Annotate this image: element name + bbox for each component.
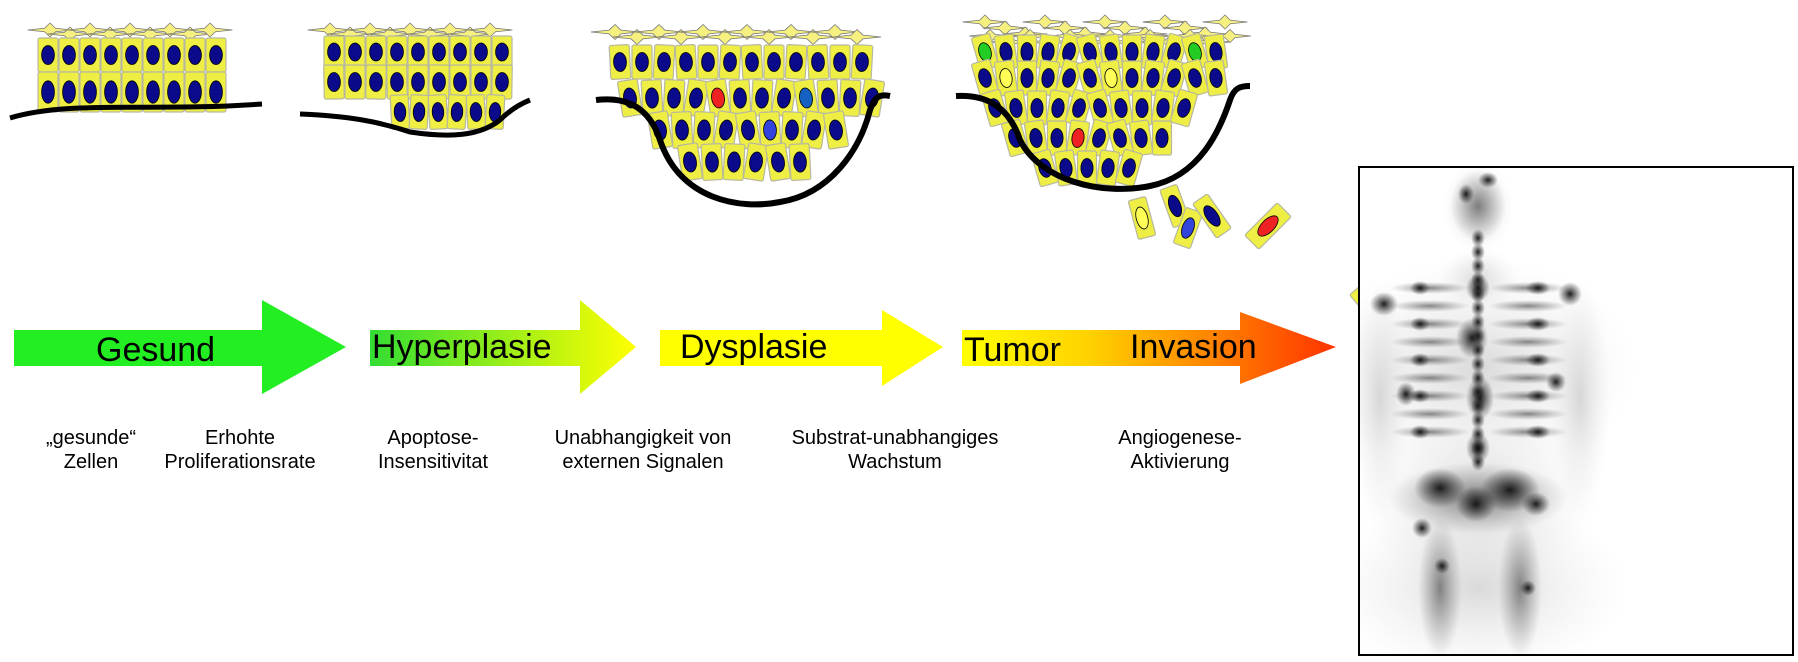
cell bbox=[164, 38, 184, 72]
arrow-label-invasion: Invasion bbox=[1130, 330, 1257, 364]
cell bbox=[450, 65, 471, 99]
cell bbox=[675, 44, 697, 79]
cell bbox=[785, 44, 807, 79]
cell bbox=[807, 44, 829, 79]
cell bbox=[698, 45, 718, 79]
epithelium-tumor-illustration bbox=[956, 15, 1394, 330]
cell bbox=[830, 45, 850, 79]
cell bbox=[466, 95, 486, 130]
cell bbox=[101, 38, 121, 72]
cell bbox=[143, 38, 163, 72]
cell bbox=[366, 65, 387, 99]
epithelium-healthy-illustration bbox=[10, 23, 262, 118]
cell bbox=[1133, 91, 1152, 125]
caption-gesunde-zellen: „gesunde“Zellen bbox=[36, 426, 146, 474]
cell bbox=[429, 65, 450, 99]
cell bbox=[345, 36, 365, 68]
cell bbox=[408, 36, 428, 68]
cell bbox=[59, 38, 79, 72]
cell bbox=[1245, 203, 1292, 250]
cell bbox=[1204, 60, 1228, 96]
cell bbox=[387, 65, 408, 99]
cell bbox=[409, 95, 429, 130]
cell bbox=[185, 38, 205, 72]
cell bbox=[450, 36, 470, 68]
cell bbox=[122, 38, 142, 72]
cell bbox=[671, 112, 693, 149]
cell bbox=[429, 36, 449, 68]
cell bbox=[741, 44, 763, 79]
cell bbox=[80, 38, 100, 72]
arrow-label-hyperplasie: Hyperplasie bbox=[372, 330, 552, 364]
cell bbox=[366, 36, 386, 68]
arrow-label-tumor: Tumor bbox=[964, 333, 1061, 367]
cell bbox=[471, 36, 491, 68]
cell bbox=[428, 95, 448, 130]
arrow-label-gesund: Gesund bbox=[96, 333, 215, 367]
cell bbox=[719, 44, 741, 79]
cell bbox=[387, 36, 407, 68]
cell bbox=[1078, 151, 1097, 185]
epithelium-hyperplasia-illustration bbox=[300, 23, 530, 135]
cell bbox=[492, 65, 513, 99]
cell bbox=[765, 143, 790, 182]
cell bbox=[789, 144, 811, 181]
arrow-label-dysplasie: Dysplasie bbox=[680, 330, 827, 364]
cell bbox=[206, 38, 226, 72]
cell bbox=[823, 111, 848, 150]
cell bbox=[324, 65, 345, 99]
cell bbox=[653, 44, 675, 79]
cell bbox=[701, 144, 723, 181]
cell bbox=[609, 44, 631, 79]
cell bbox=[345, 65, 365, 99]
cell bbox=[632, 45, 652, 79]
epithelium-dysplasia-illustration bbox=[591, 25, 890, 205]
cell bbox=[1128, 196, 1156, 239]
cell bbox=[851, 44, 873, 79]
cell bbox=[764, 45, 784, 79]
cell bbox=[759, 112, 781, 149]
cell bbox=[38, 72, 58, 112]
caption-angiogenese: Angiogenese-Aktivierung bbox=[1090, 426, 1270, 474]
cell bbox=[492, 36, 512, 68]
cell bbox=[408, 65, 428, 99]
bone-scan-image bbox=[1358, 166, 1794, 656]
cell bbox=[817, 80, 839, 117]
cell bbox=[1028, 91, 1047, 125]
caption-apoptose: Apoptose-Insensitivitat bbox=[358, 426, 508, 474]
cell bbox=[471, 65, 491, 99]
cell bbox=[729, 80, 751, 117]
cell bbox=[324, 36, 344, 68]
cell bbox=[1129, 120, 1153, 156]
cell bbox=[1153, 121, 1172, 155]
caption-signale: Unabhangigkeit vonexternen Signalen bbox=[538, 426, 748, 474]
cell bbox=[723, 144, 745, 181]
cell bbox=[390, 95, 410, 130]
surface-cell bbox=[1203, 15, 1248, 29]
cell bbox=[38, 38, 58, 72]
cell bbox=[447, 95, 467, 130]
cell bbox=[1048, 121, 1067, 155]
